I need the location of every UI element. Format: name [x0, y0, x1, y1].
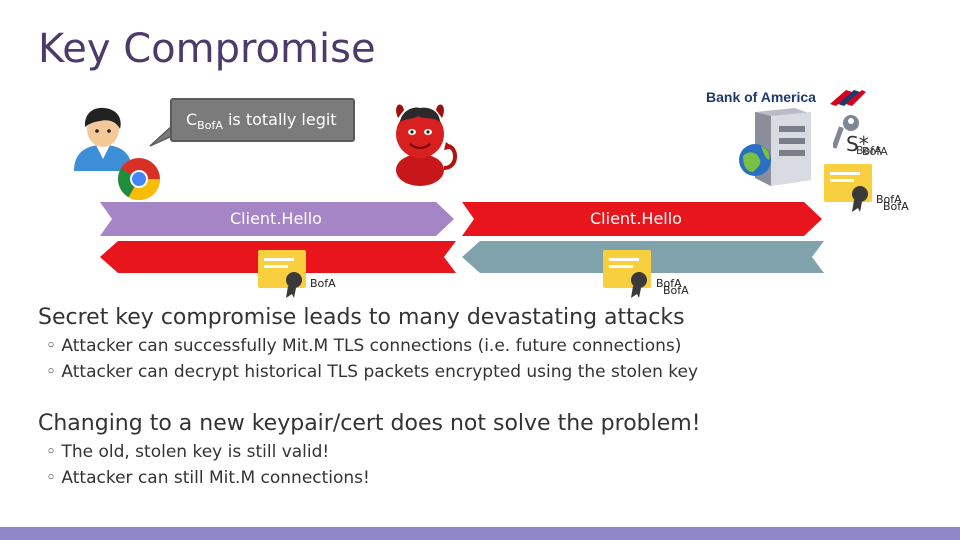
sub-bullet-mitm: ◦ Attacker can successfully Mit.M TLS co…: [46, 336, 682, 356]
bubble-text: is totally legit: [222, 110, 337, 129]
certificate-icon: [256, 248, 312, 304]
secret-key-symbol: S*: [846, 132, 869, 156]
client-hello-label-left: Client.Hello: [230, 209, 322, 228]
server-cert-label-a: BofA: [876, 193, 902, 206]
page-title: Key Compromise: [38, 26, 376, 72]
certificate-icon: [822, 162, 878, 218]
sub-bullet-still-valid: ◦ The old, stolen key is still valid!: [46, 442, 330, 462]
key-icon: [831, 113, 863, 157]
bubble-subscript: BofA: [197, 119, 223, 133]
left-cert-label: BofA: [310, 277, 336, 290]
client-hello-arrow-left: [100, 202, 454, 236]
speech-bubble: CBofA is totally legit: [170, 98, 355, 142]
client-hello-arrow-right: [462, 202, 822, 236]
chrome-icon: [116, 156, 162, 206]
bullet-block-b: Changing to a new keypair/cert does not …: [38, 411, 701, 488]
sub-bullet-decrypt: ◦ Attacker can decrypt historical TLS pa…: [46, 362, 699, 382]
server-cert-label-b: BofA: [883, 200, 909, 213]
bottom-bar: [0, 527, 960, 540]
heading-secret-key-compromise: Secret key compromise leads to many deva…: [38, 305, 685, 330]
secret-key-label: S* BofA BofA: [846, 132, 888, 158]
logo-text: Bank of America: [706, 89, 816, 105]
secret-key-sub-a: BofA: [856, 144, 882, 157]
user-icon: [68, 103, 138, 177]
bubble-prefix: C: [186, 110, 198, 129]
certificate-icon: [601, 248, 657, 304]
sub-bullet-still-mitm: ◦ Attacker can still Mit.M connections!: [46, 468, 370, 488]
secret-key-sub-b: BofA: [862, 145, 888, 158]
bank-of-america-logo: Bank of America: [706, 86, 866, 114]
heading-changing-keypair: Changing to a new keypair/cert does not …: [38, 411, 701, 436]
client-hello-label-right: Client.Hello: [590, 209, 682, 228]
middle-cert-label-a: BofA: [656, 277, 682, 290]
middle-cert-label-b: BofA: [663, 284, 689, 297]
server-icon: [735, 106, 815, 194]
bullet-block-a: Secret key compromise leads to many deva…: [38, 305, 698, 382]
devil-icon: [384, 98, 460, 194]
